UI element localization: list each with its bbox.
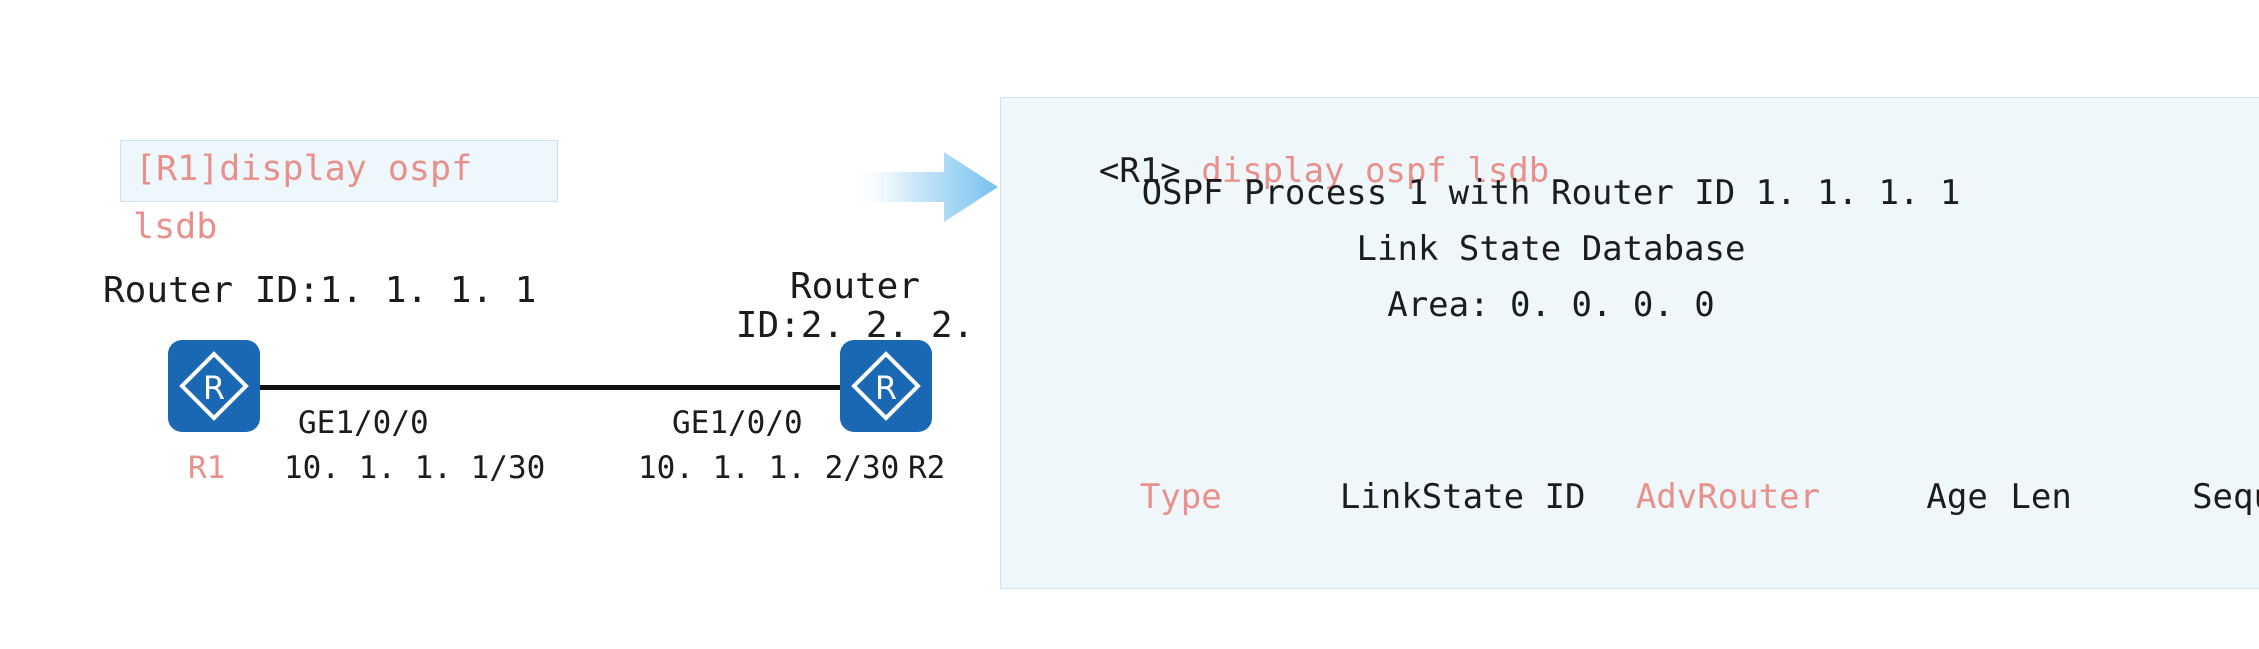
column-header-type: Type (1139, 477, 1222, 517)
command-box-line1: [R1]display ospf (135, 149, 473, 189)
right-interface-label: GE1/0/0 (672, 405, 803, 441)
right-ip-label: 10. 1. 1. 2/30 (638, 450, 900, 486)
right-router-name: R2 (908, 450, 946, 486)
column-header-len: Len (2010, 477, 2072, 517)
ospf-process-line: OSPF Process 1 with Router ID 1. 1. 1. 1 (1141, 173, 1961, 213)
terminal-prompt: <R1> (1098, 151, 1181, 191)
terminal-output-panel: <R1> display ospf lsdb OSPF Process 1 wi… (1000, 97, 2259, 589)
area-line: Area: 0. 0. 0. 0 (1387, 285, 1715, 325)
network-topology-diagram: [R1]display ospf lsdb Router ID:1. 1. 1.… (0, 0, 974, 649)
router-icon: R (840, 340, 932, 432)
left-router-id-label: Router ID:1. 1. 1. 1 (103, 270, 537, 311)
command-box: [R1]display ospf (120, 140, 558, 202)
lsdb-title-line: Link State Database (1356, 229, 1746, 269)
router-icon: R (168, 340, 260, 432)
svg-text:R: R (875, 369, 897, 407)
svg-text:R: R (203, 369, 225, 407)
left-ip-label: 10. 1. 1. 1/30 (284, 450, 546, 486)
router-link-line (258, 385, 850, 390)
command-box-line2: lsdb (133, 207, 218, 247)
left-interface-label: GE1/0/0 (298, 405, 429, 441)
column-header-age: Age (1926, 477, 1988, 517)
terminal-command: display ospf lsdb (1201, 151, 1550, 191)
column-header-sequence: Sequence (2192, 477, 2259, 517)
column-header-linkstate-id: LinkState ID (1339, 477, 1586, 517)
left-router-name: R1 (188, 450, 226, 486)
terminal-prompt-line: <R1> display ospf lsdb (1017, 120, 1549, 222)
column-header-advrouter: AdvRouter (1635, 477, 1821, 517)
right-arrow-icon (848, 148, 1000, 226)
